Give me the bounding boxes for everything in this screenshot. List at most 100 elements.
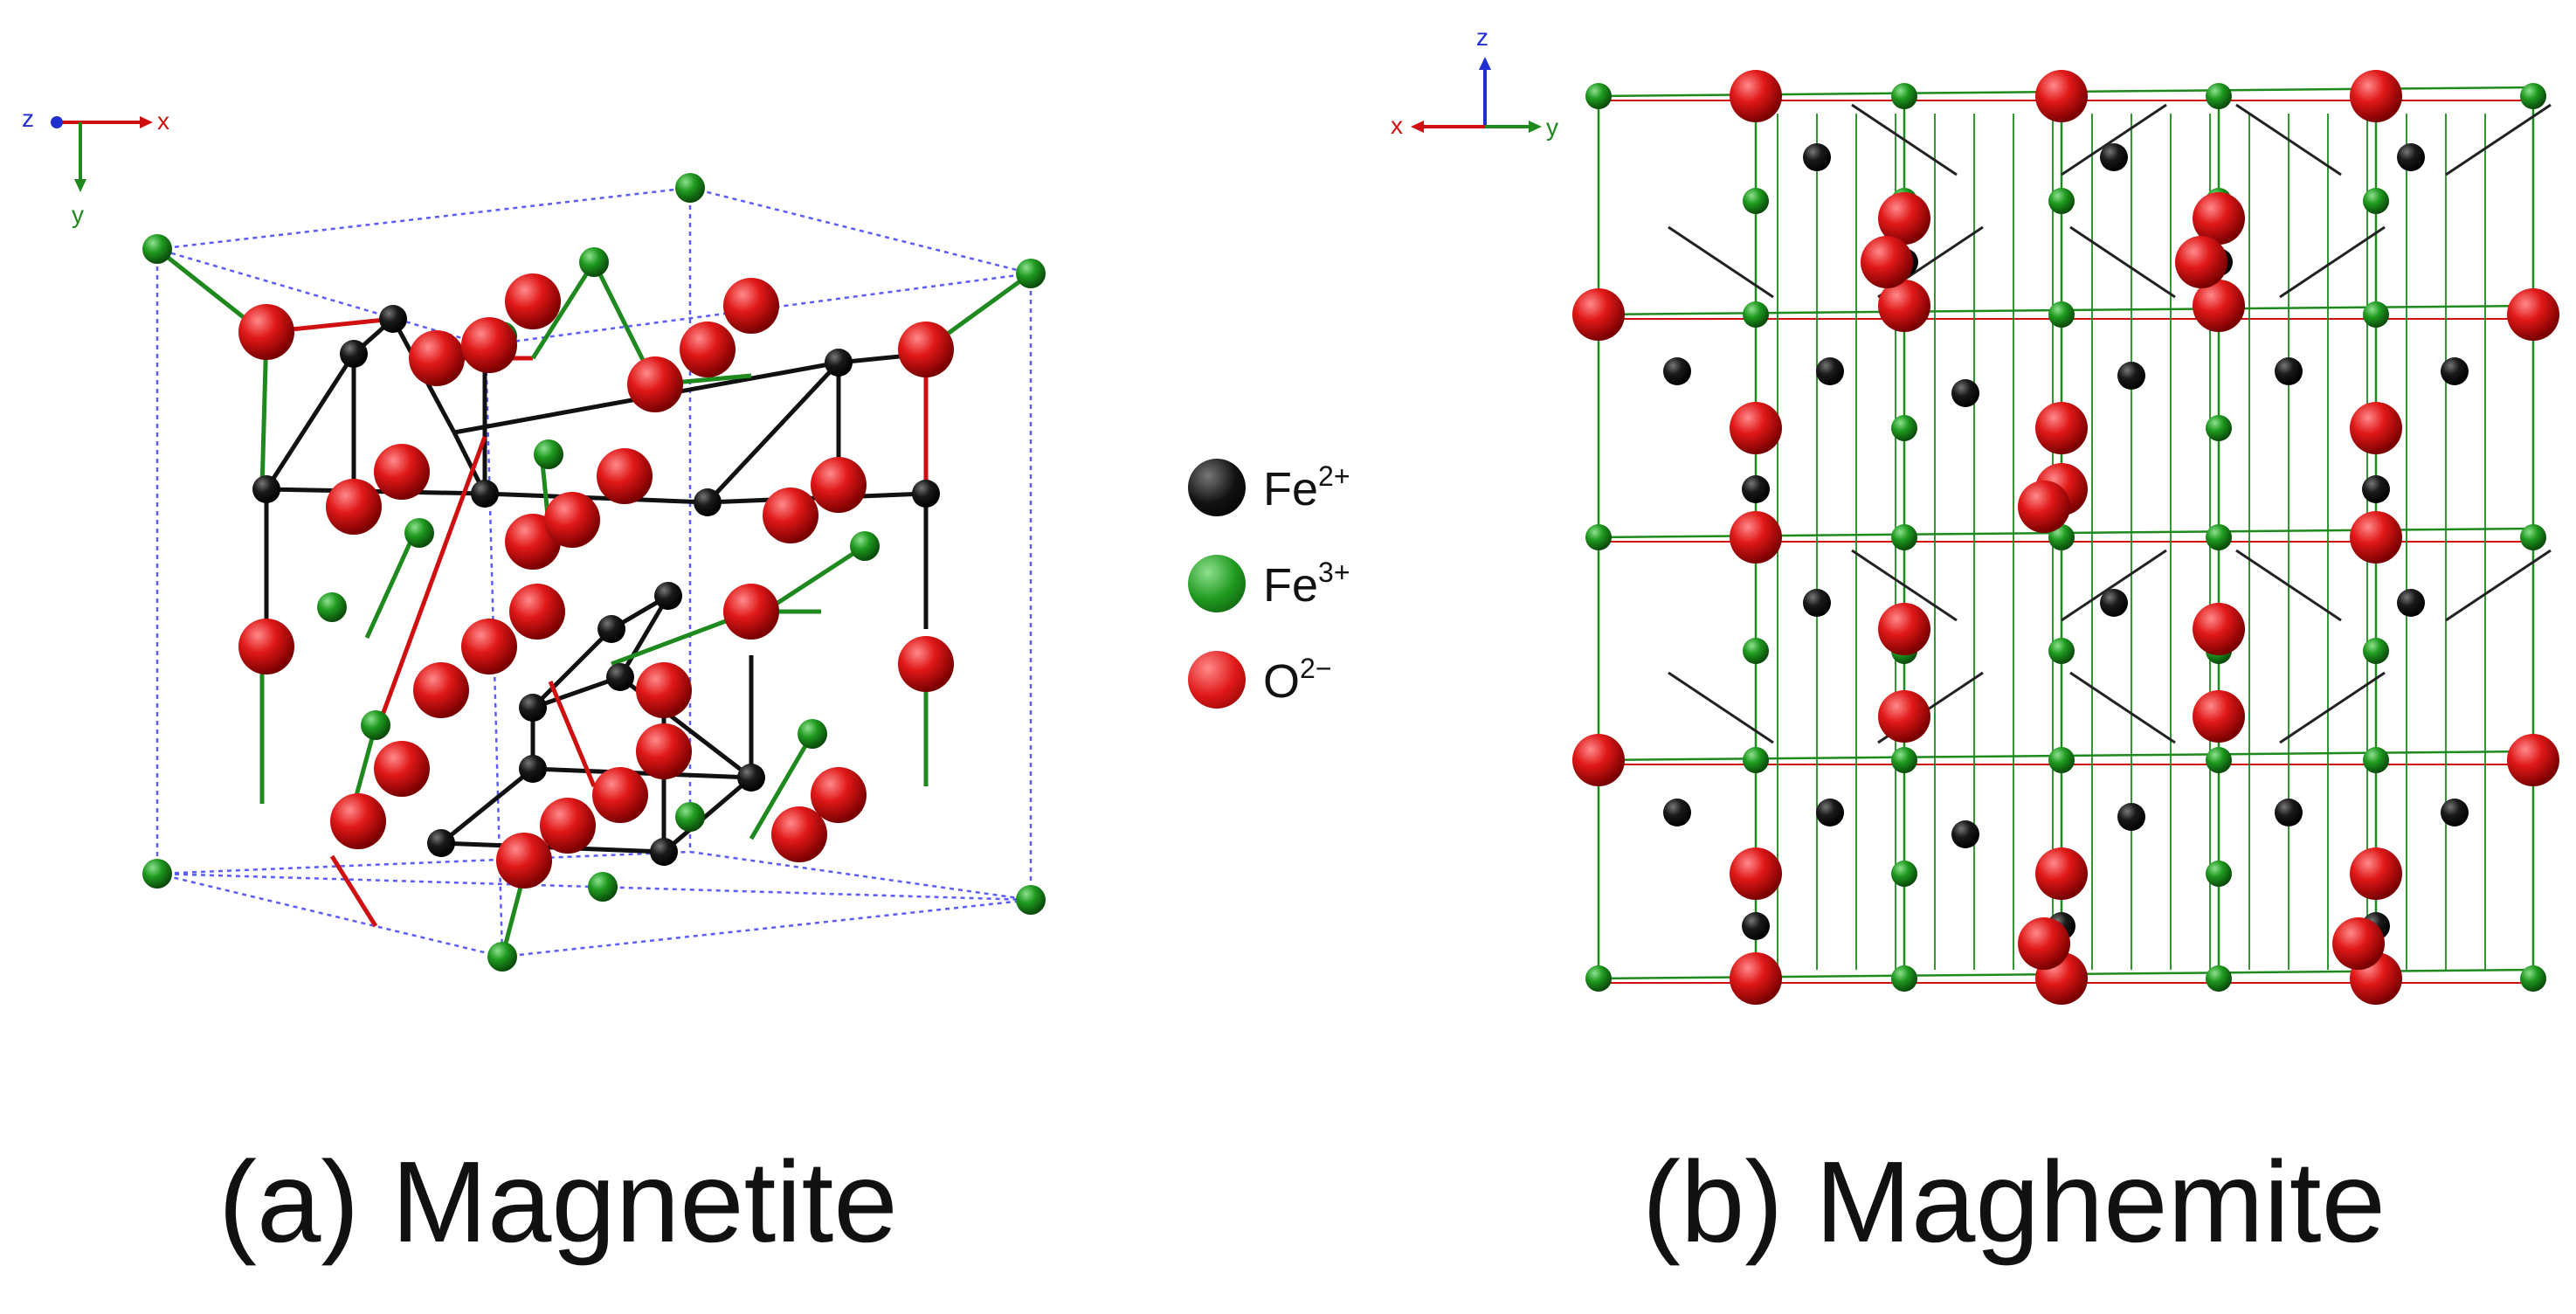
fe3-bond <box>364 540 413 640</box>
legend-label-fe3: Fe <box>1263 559 1319 612</box>
oxygen-atom <box>496 833 552 889</box>
axis-indicator-a: z x y <box>22 105 169 228</box>
fe3-atom <box>142 234 172 264</box>
fe2-atom <box>2117 362 2145 390</box>
maghemite-structure <box>1572 70 2559 1005</box>
oxygen-atom <box>2350 847 2402 900</box>
fe2-atom <box>379 305 407 333</box>
magnetite-structure <box>142 173 1046 972</box>
fe2-chain <box>2445 103 2552 176</box>
fe2-bond <box>532 766 752 780</box>
fe2-bond <box>439 767 535 845</box>
fe2-atom <box>427 829 455 857</box>
oxygen-atom <box>326 479 382 535</box>
fe3-atom <box>317 592 347 622</box>
oxygen-atom <box>330 793 386 849</box>
fe2-chain <box>1668 225 1774 299</box>
fe2-bond <box>264 352 356 491</box>
oxygen-atom <box>898 322 954 377</box>
fe3-atom <box>2363 747 2389 773</box>
oxygen-atom <box>2018 917 2070 970</box>
legend-charge-o2: 2− <box>1300 653 1332 684</box>
legend-label-o2: O <box>1263 655 1301 708</box>
metal-oxygen-bond <box>373 436 487 735</box>
oxygen-atom <box>2350 402 2402 454</box>
oxygen-atom <box>1878 603 1930 655</box>
fe3-atom <box>1585 965 1612 992</box>
fe2-atom <box>1816 799 1844 826</box>
fe2-chain <box>2061 103 2167 176</box>
fe2-atom <box>1663 799 1691 826</box>
oxygen-atom <box>505 273 561 329</box>
fe3-ion-icon <box>1188 555 1246 612</box>
fe2-atom <box>1816 357 1844 385</box>
fe3-atom <box>850 531 880 561</box>
fe3-atom <box>1891 747 1917 773</box>
fe2-atom <box>2441 799 2469 826</box>
fe2-atom <box>252 475 280 503</box>
oxygen-atom <box>544 492 600 548</box>
oxygen-atom <box>811 457 867 513</box>
fe2-atom <box>1663 357 1691 385</box>
fe3-atom <box>2363 188 2389 214</box>
fe3-atom <box>534 439 563 469</box>
fe2-atom <box>2117 803 2145 831</box>
oxygen-atom <box>2193 603 2245 655</box>
oxygen-atom <box>636 723 692 779</box>
oxygen-atom <box>597 448 653 504</box>
fe3-atom <box>2048 638 2075 664</box>
oxygen-atom <box>461 317 517 373</box>
unit-cell-edge <box>156 872 503 958</box>
fe2-atom <box>2100 589 2128 617</box>
axis-indicator-b: z x y <box>1391 24 1558 141</box>
axis-a-y-label: y <box>72 201 84 228</box>
unit-cell-edge <box>501 898 1032 958</box>
oxygen-atom <box>461 619 517 674</box>
fe2-atom <box>1803 589 1831 617</box>
fe3-atom <box>675 173 705 203</box>
fe2-atom <box>606 663 634 691</box>
fe3-atom <box>1891 861 1917 887</box>
oxygen-atom <box>2035 70 2088 122</box>
fe3-atom <box>2206 861 2232 887</box>
fe2-ion-icon <box>1188 459 1246 516</box>
fe2-chain <box>2235 103 2342 176</box>
fe2-chain <box>2069 671 2176 744</box>
oxygen-atom <box>1878 280 1930 332</box>
fe2-atom <box>650 838 678 866</box>
oxygen-atom <box>2507 734 2559 786</box>
oxygen-atom <box>2175 236 2227 288</box>
oxygen-atom <box>1730 952 1782 1005</box>
unit-cell-edge <box>689 186 1032 275</box>
fe3-atom <box>2363 638 2389 664</box>
fe2-atom <box>654 582 682 610</box>
fe3-atom <box>579 247 609 277</box>
legend-label-fe2: Fe <box>1263 463 1319 515</box>
oxygen-atom <box>2193 280 2245 332</box>
fe3-atom <box>404 518 434 548</box>
fe3-atom <box>1891 83 1917 109</box>
caption-maghemite: (b) Maghemite <box>1642 1138 2386 1266</box>
axis-b-x-label: x <box>1391 112 1403 139</box>
fe2-atom <box>2275 799 2303 826</box>
unit-cell-edge <box>156 186 691 251</box>
oxygen-atom <box>592 767 648 823</box>
oxygen-atom <box>1878 690 1930 743</box>
fe3-bond <box>763 543 867 614</box>
metal-oxygen-bond <box>329 854 378 928</box>
fe3-atom <box>1743 301 1769 328</box>
oxygen-atom <box>2035 402 2088 454</box>
fe3-atom <box>361 710 390 740</box>
oxygen-atom <box>1861 236 1913 288</box>
fe3-atom <box>1891 415 1917 441</box>
fe2-atom <box>1742 475 1770 503</box>
fe2-chain <box>2061 549 2167 622</box>
oxygen-atom <box>374 444 430 500</box>
fe2-atom <box>737 764 765 792</box>
fe3-atom <box>2206 83 2232 109</box>
fe2-bond <box>532 674 621 710</box>
oxygen-atom <box>2018 481 2070 533</box>
fe2-chain <box>1668 671 1774 744</box>
oxygen-atom <box>238 304 294 360</box>
fe2-chain <box>1851 103 1958 176</box>
